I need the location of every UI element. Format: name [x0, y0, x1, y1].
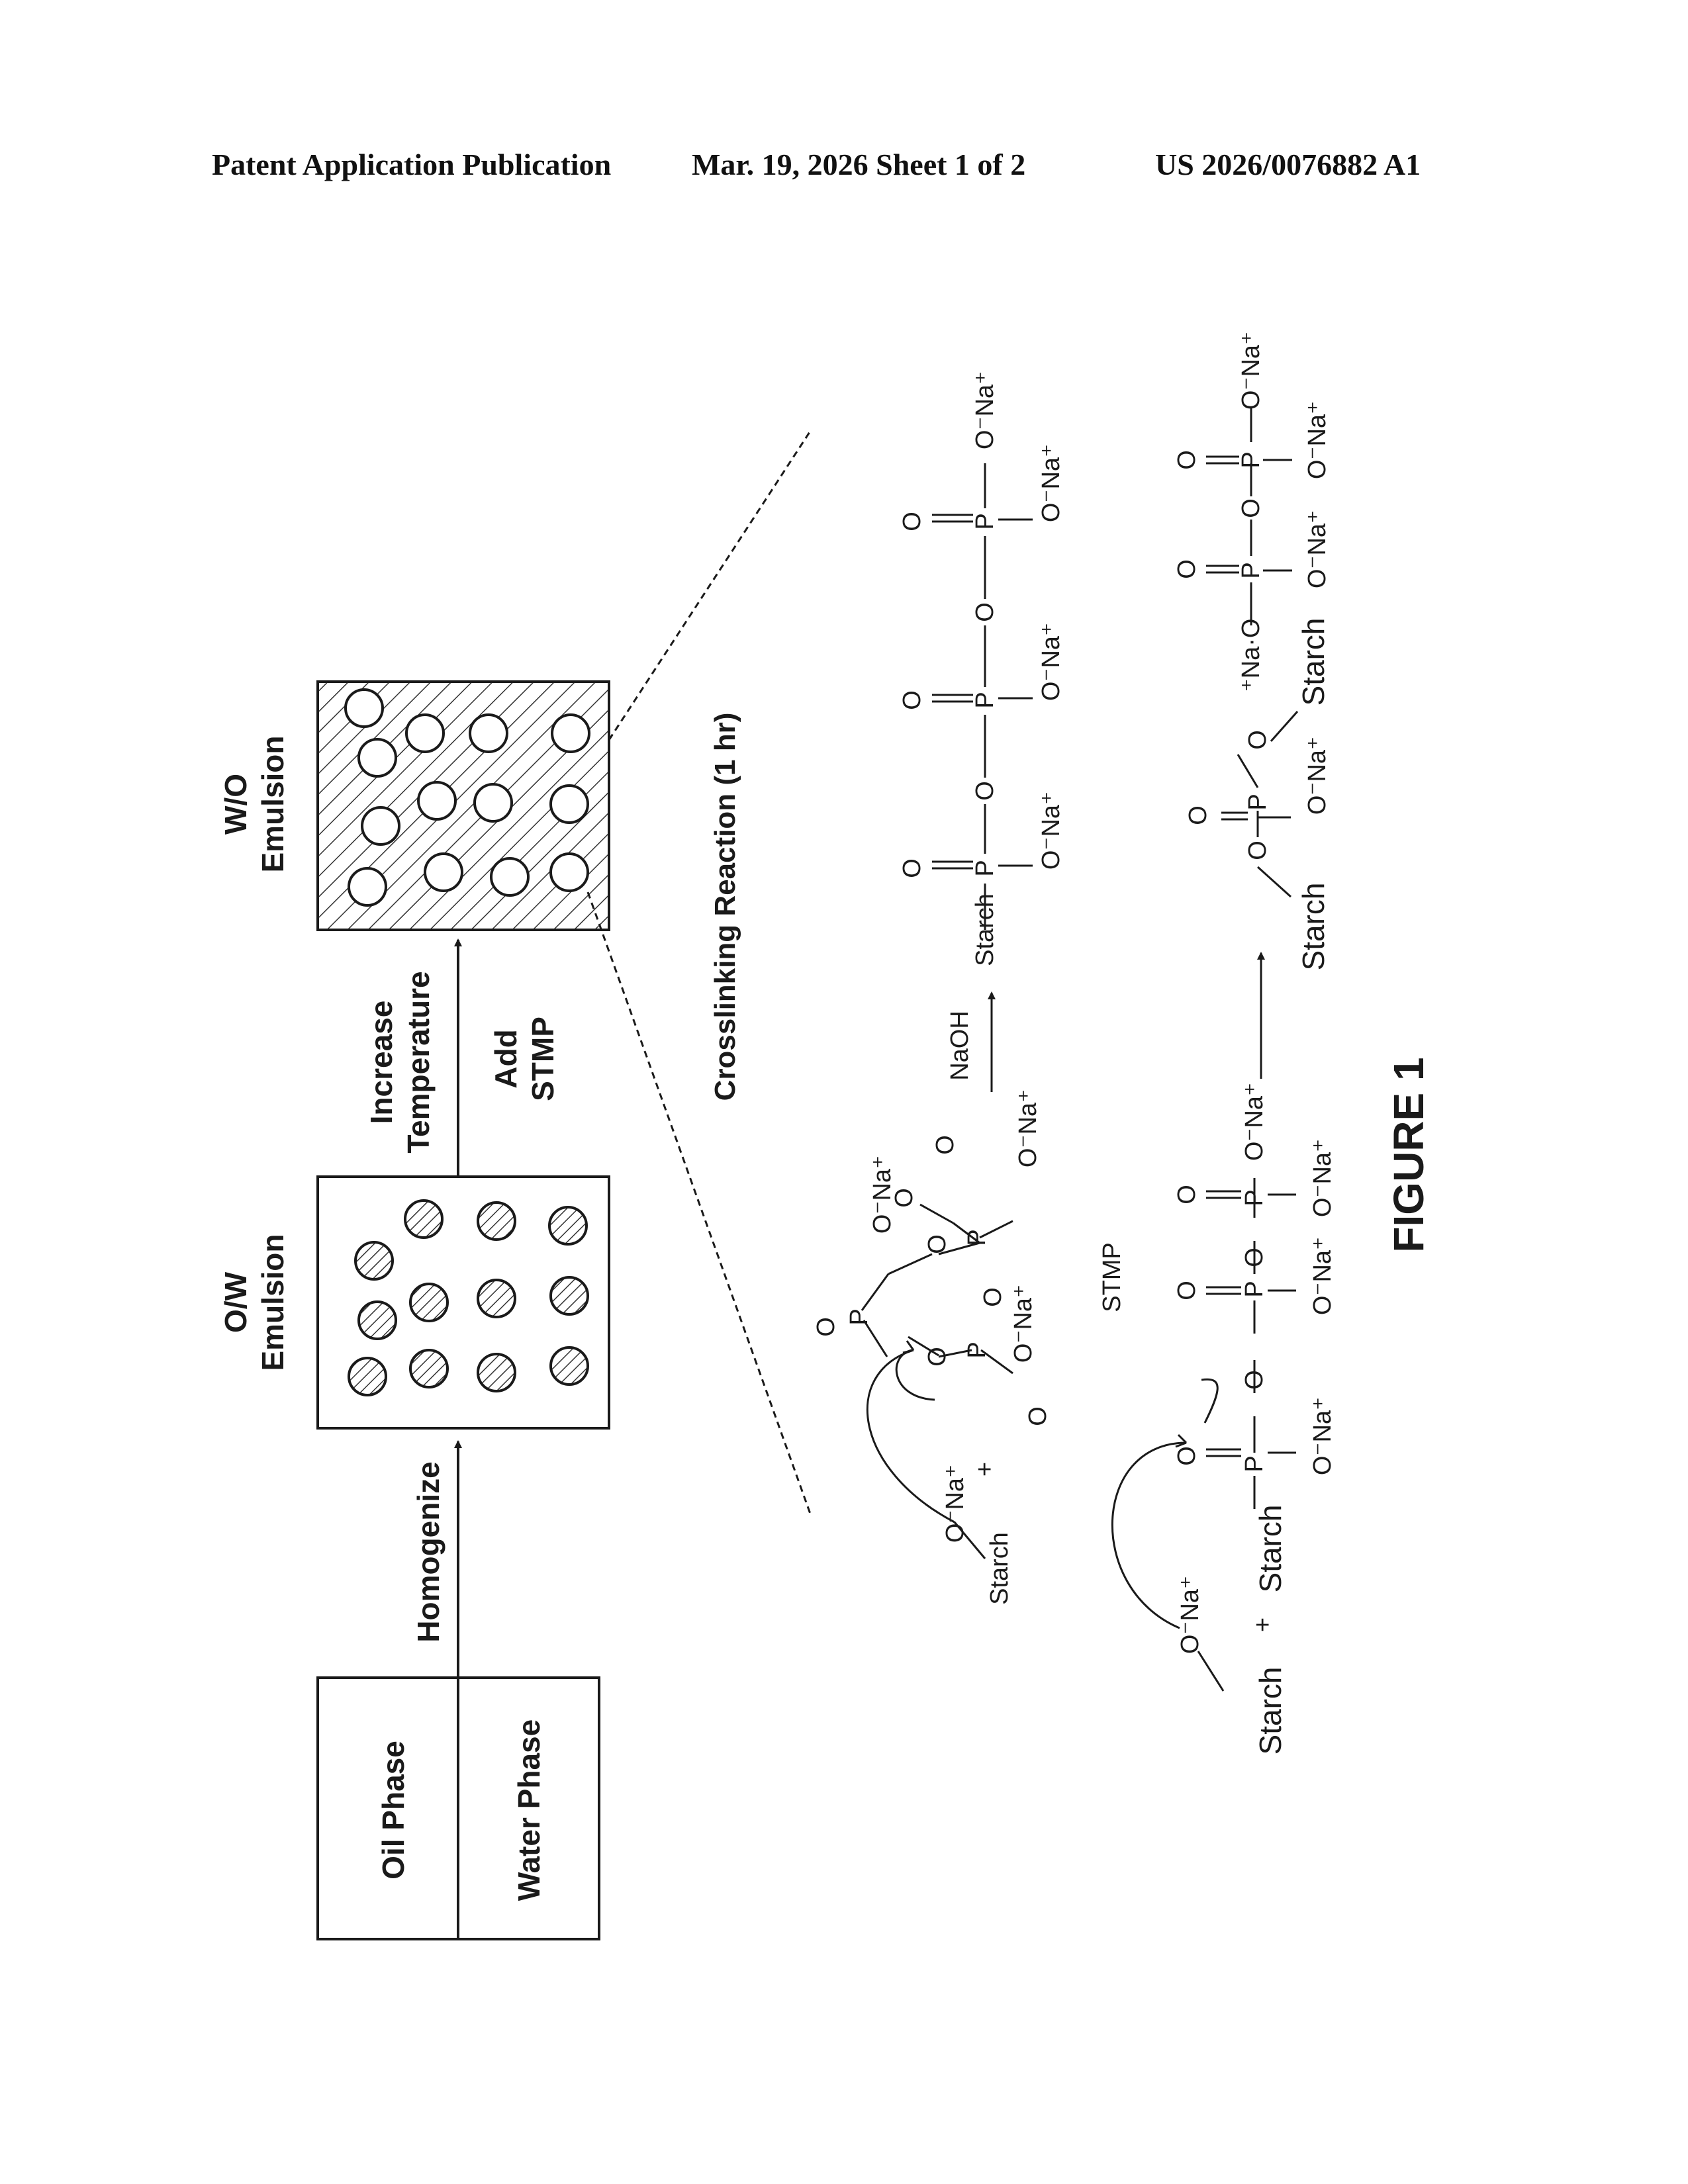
- starch-label: Starch: [1296, 618, 1331, 706]
- wo-emulsion-box: [318, 682, 609, 930]
- o-label: O: [1241, 1370, 1268, 1390]
- water-phase-label: Water Phase: [512, 1719, 546, 1901]
- p-label: P: [845, 1308, 873, 1325]
- p-label: P: [971, 513, 999, 529]
- ona-label: O⁻Na⁺: [1303, 737, 1331, 815]
- ow-emulsion-box: [318, 1177, 609, 1428]
- o-label: O: [1237, 498, 1265, 518]
- p-label: P: [1237, 562, 1265, 578]
- o-label: O: [923, 1347, 951, 1367]
- o-label: O: [1184, 805, 1212, 825]
- ona-label: O⁻Na⁺: [1037, 792, 1065, 870]
- o-label: O: [1173, 1185, 1201, 1205]
- o-label: O: [1244, 730, 1272, 750]
- o-label: O: [898, 512, 926, 531]
- zoom-line-lower: [588, 892, 811, 1516]
- figure-caption: FIGURE 1: [1385, 1057, 1432, 1252]
- o-label: O: [971, 602, 999, 622]
- ona-label: O⁻Na⁺: [971, 371, 999, 449]
- starch-label: Starch: [1253, 1505, 1288, 1593]
- homogenize-label: Homogenize: [411, 1461, 445, 1642]
- ona-label: O⁻Na⁺: [1309, 1397, 1336, 1475]
- zoom-line-upper: [609, 430, 811, 740]
- crosslinking-heading: Crosslinking Reaction (1 hr): [709, 713, 741, 1101]
- o-label: O: [931, 1135, 959, 1155]
- p-label: P: [1237, 451, 1265, 468]
- ona-label: O⁻Na⁺: [1014, 1089, 1042, 1167]
- nao-label: ⁺Na·O: [1237, 619, 1265, 692]
- p-label: P: [1241, 1189, 1268, 1206]
- naoh-label: NaOH: [946, 1011, 974, 1081]
- add-label-line2: STMP: [526, 1017, 560, 1101]
- starch-label: Starch: [971, 893, 999, 966]
- o-label: O: [1173, 559, 1201, 579]
- plus-label: +: [971, 1462, 999, 1477]
- ona-label: O⁻Na⁺: [1303, 510, 1331, 588]
- reaction-row-1-labels: Starch O⁻Na⁺ + O P O P O O⁻Na⁺ O O P O O…: [812, 371, 1126, 1605]
- o-label: O: [1024, 1406, 1052, 1426]
- reaction-row-2-labels: Starch O⁻Na⁺ + Starch P O O⁻Na⁺ O P O O⁻…: [1173, 332, 1336, 1755]
- ona-label: O⁻Na⁺: [1037, 623, 1065, 701]
- ona-label: O⁻Na⁺: [1241, 1083, 1268, 1161]
- ona-label: O⁻Na⁺: [1303, 401, 1331, 479]
- oil-phase-label: Oil Phase: [376, 1741, 410, 1880]
- increase-label-line1: Increase: [364, 1001, 399, 1124]
- ona-label: O⁻Na⁺: [1309, 1139, 1336, 1217]
- starch-label: Starch: [1296, 883, 1331, 971]
- add-label-line1: Add: [489, 1029, 523, 1088]
- o-label: O: [971, 781, 999, 801]
- wo-label-line2: Emulsion: [256, 735, 290, 872]
- ow-label-line1: O/W: [218, 1271, 253, 1333]
- p-label: P: [1241, 1455, 1268, 1472]
- ona-label: O⁻Na⁺: [1309, 1237, 1336, 1315]
- ona-label: O⁻Na⁺: [1037, 444, 1065, 522]
- o-label: O: [1244, 841, 1272, 860]
- phase-box: [318, 1678, 599, 1939]
- o-label: O: [812, 1317, 840, 1337]
- ow-label-line2: Emulsion: [256, 1234, 290, 1371]
- starch-label: Starch: [986, 1532, 1013, 1605]
- stmp-label: STMP: [1098, 1242, 1126, 1312]
- p-label: P: [1244, 794, 1272, 810]
- o-label: O: [898, 858, 926, 878]
- ona-label: O⁻Na⁺: [1176, 1576, 1204, 1654]
- o-label: O: [898, 690, 926, 710]
- starch-label: Starch: [1253, 1667, 1288, 1755]
- p-label: P: [1241, 1281, 1268, 1297]
- ona-label: O⁻Na⁺: [868, 1156, 896, 1234]
- ona-label: O⁻Na⁺: [941, 1465, 969, 1543]
- o-label: O: [1173, 450, 1201, 470]
- increase-label-line2: Temperature: [401, 971, 436, 1153]
- o-label: O: [1173, 1281, 1201, 1300]
- p-label: P: [971, 860, 999, 876]
- ona-label: O⁻Na⁺: [1237, 332, 1265, 410]
- p-label: P: [971, 692, 999, 708]
- wo-label-line1: W/O: [218, 774, 253, 835]
- o-label: O: [979, 1287, 1007, 1307]
- ona-label: O⁻Na⁺: [1009, 1285, 1037, 1363]
- reaction-row-2: [1112, 407, 1297, 1691]
- p-label: P: [963, 1229, 991, 1246]
- p-label: P: [963, 1342, 991, 1358]
- o-label: O: [923, 1234, 951, 1254]
- o-label: O: [1173, 1446, 1201, 1466]
- o-label: O: [1241, 1248, 1268, 1267]
- plus-label: +: [1249, 1617, 1277, 1632]
